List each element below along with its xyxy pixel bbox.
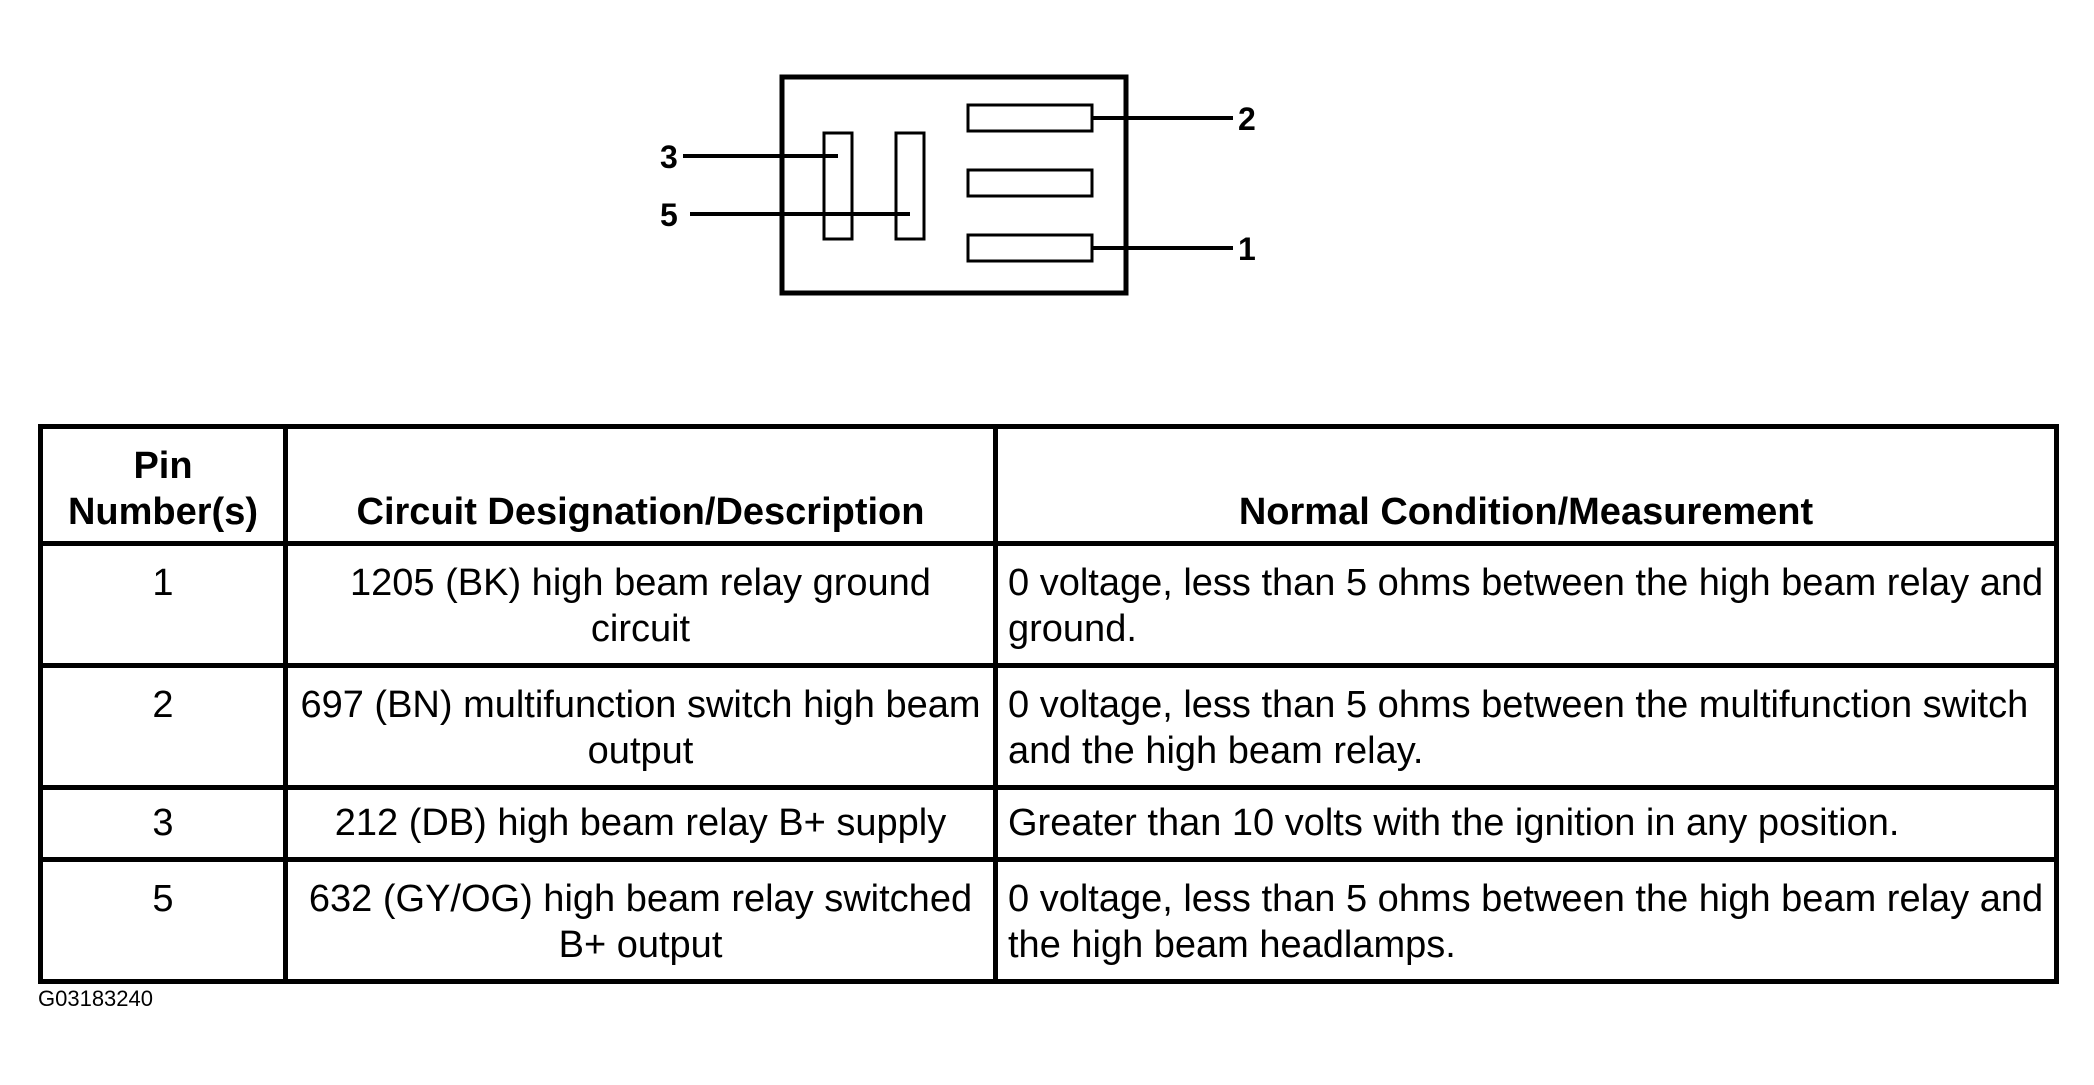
table-row: 1 1205 (BK) high beam relay ground circu… xyxy=(38,541,2059,668)
terminal-3 xyxy=(822,131,854,241)
cell-pin: 2 xyxy=(38,663,288,790)
cell-circuit: 212 (DB) high beam relay B+ supply xyxy=(283,785,998,862)
header-measurement: Normal Condition/Measurement xyxy=(993,424,2059,546)
figure-id: G03183240 xyxy=(38,986,153,1011)
cell-circuit: 1205 (BK) high beam relay ground circuit xyxy=(283,541,998,668)
header-pin-line1: Pin xyxy=(133,445,193,487)
cell-pin: 1 xyxy=(38,541,288,668)
connector-body xyxy=(779,74,1129,296)
relay-connector-diagram: 3 5 2 1 xyxy=(660,74,1256,296)
cell-measurement: 0 voltage, less than 5 ohms between the … xyxy=(993,541,2059,668)
cell-measurement: Greater than 10 volts with the ignition … xyxy=(993,785,2059,862)
pin-label-5: 5 xyxy=(660,197,678,233)
pin-label-3: 3 xyxy=(660,139,678,175)
pin-label-1: 1 xyxy=(1238,231,1256,267)
terminal-5 xyxy=(894,131,926,241)
header-pin-line2: Number(s) xyxy=(67,491,259,533)
header-circuit: Circuit Designation/Description xyxy=(283,424,998,546)
cell-circuit: 632 (GY/OG) high beam relay switched B+ … xyxy=(283,857,998,984)
table-row: 5 632 (GY/OG) high beam relay switched B… xyxy=(38,857,2059,984)
cell-pin: 5 xyxy=(38,857,288,984)
terminal-2 xyxy=(966,103,1094,133)
pin-label-2: 2 xyxy=(1238,101,1256,137)
table-row: 2 697 (BN) multifunction switch high bea… xyxy=(38,663,2059,790)
table-row: 3 212 (DB) high beam relay B+ supply Gre… xyxy=(38,785,2059,862)
terminal-1 xyxy=(966,233,1094,263)
cell-measurement: 0 voltage, less than 5 ohms between the … xyxy=(993,663,2059,790)
terminal-unused xyxy=(966,168,1094,198)
cell-circuit: 697 (BN) multifunction switch high beam … xyxy=(283,663,998,790)
cell-measurement: 0 voltage, less than 5 ohms between the … xyxy=(993,857,2059,984)
cell-pin: 3 xyxy=(38,785,288,862)
